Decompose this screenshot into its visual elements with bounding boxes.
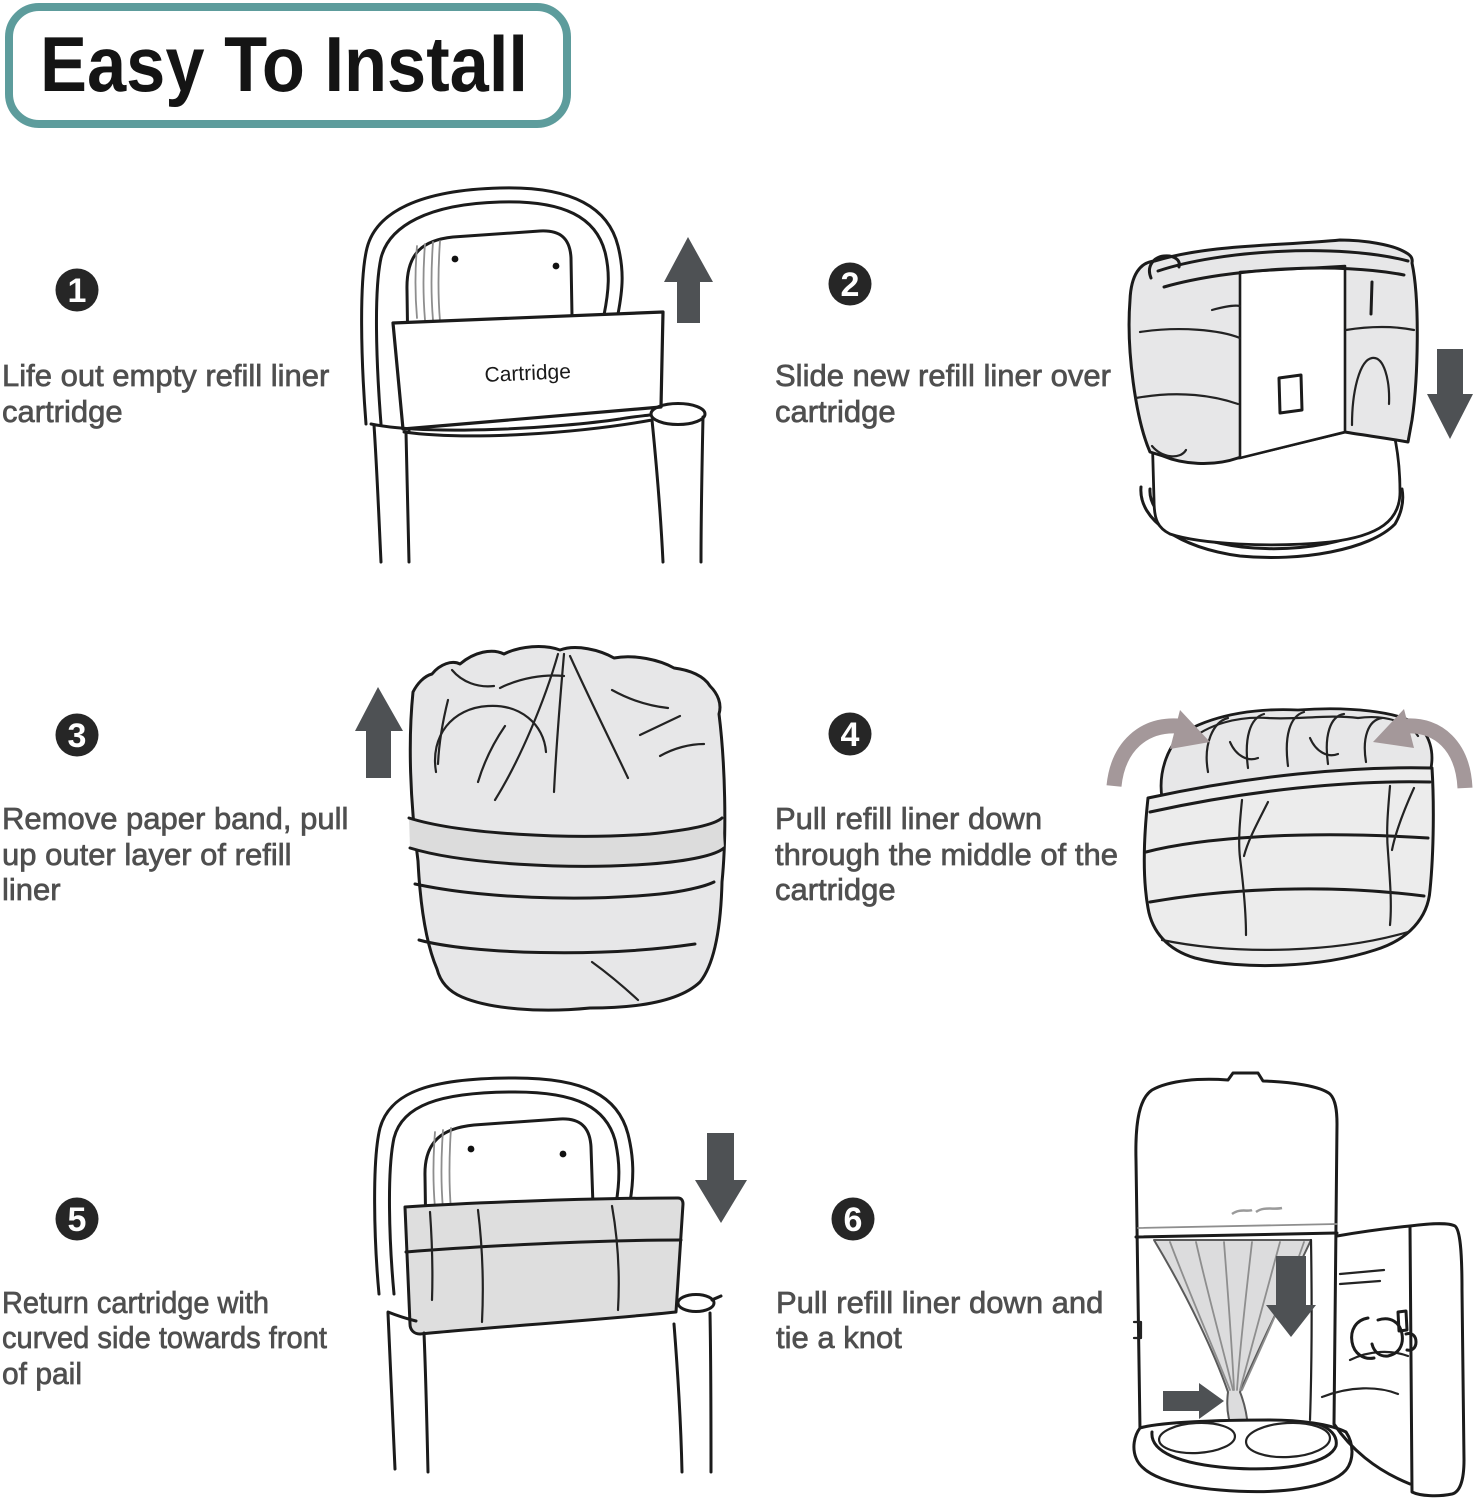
svg-text:through the middle of the: through the middle of the: [775, 837, 1118, 872]
svg-text:Easy To Install: Easy To Install: [40, 20, 528, 108]
svg-text:Pull refill liner down: Pull refill liner down: [775, 801, 1042, 836]
svg-text:Cartridge: Cartridge: [484, 360, 571, 387]
svg-text:Return cartridge with: Return cartridge with: [2, 1285, 269, 1320]
svg-text:tie a knot: tie a knot: [776, 1320, 902, 1355]
svg-text:Pull refill liner down and: Pull refill liner down and: [776, 1285, 1103, 1320]
svg-text:cartridge: cartridge: [2, 394, 123, 429]
svg-text:Life out empty refill liner: Life out empty refill liner: [2, 358, 329, 393]
svg-text:2: 2: [841, 266, 860, 304]
svg-text:liner: liner: [2, 872, 61, 907]
svg-text:5: 5: [68, 1201, 87, 1239]
svg-text:Remove paper band, pull: Remove paper band, pull: [2, 801, 348, 836]
svg-text:cartridge: cartridge: [775, 394, 896, 429]
svg-text:1: 1: [68, 272, 87, 310]
svg-text:Slide new refill liner over: Slide new refill liner over: [775, 358, 1111, 393]
svg-text:up outer layer of refill: up outer layer of refill: [2, 837, 291, 872]
svg-text:cartridge: cartridge: [775, 872, 896, 907]
svg-text:of pail: of pail: [2, 1356, 82, 1391]
svg-text:3: 3: [68, 717, 87, 755]
svg-text:curved side towards front: curved side towards front: [2, 1320, 327, 1355]
svg-text:6: 6: [844, 1201, 863, 1239]
svg-text:4: 4: [841, 716, 860, 754]
